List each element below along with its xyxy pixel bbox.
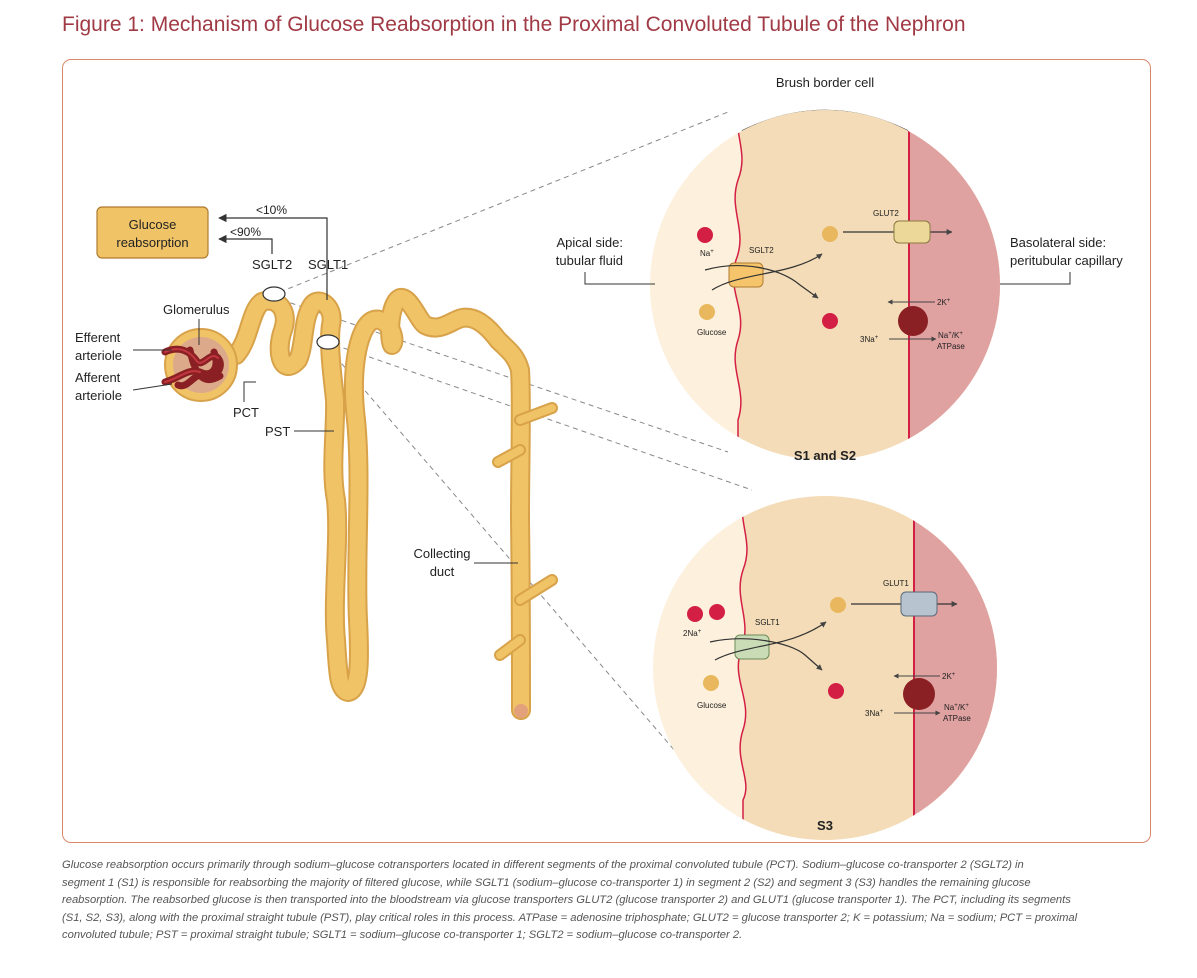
nephron-illustration: Glucose reabsorption <10% <90% SGLT2 SGL…: [75, 111, 753, 781]
glucose-label: Glucose: [697, 328, 727, 337]
percent-90-label: <90%: [230, 225, 261, 239]
s1-s2-caption: S1 and S2: [794, 448, 856, 463]
diagram-frame: [62, 59, 1151, 843]
afferent-label-2: arteriole: [75, 388, 122, 403]
collecting-duct-label-1: Collecting: [413, 546, 470, 561]
atpase-label-2: ATPase: [937, 342, 965, 351]
s3-caption: S3: [817, 818, 833, 833]
glut1-transporter-label: GLUT1: [883, 579, 909, 588]
atpase-label-2: ATPase: [943, 714, 971, 723]
glomerulus-capsule: [161, 328, 238, 402]
figure-title: Figure 1: Mechanism of Glucose Reabsorpt…: [62, 13, 966, 36]
caption-line: convoluted tubule; PST = proximal straig…: [62, 929, 743, 942]
caption-line: segment 1 (S1) is responsible for reabso…: [62, 876, 1031, 889]
sglt1-transporter-label: SGLT1: [755, 618, 780, 627]
sglt2-transporter-label: SGLT2: [749, 246, 774, 255]
pct-label: PCT: [233, 405, 259, 420]
percent-10-label: <10%: [256, 203, 287, 217]
sodium-ion-2: [709, 604, 725, 620]
basolateral-label-1: Basolateral side:: [1010, 235, 1106, 250]
figure-caption: Glucose reabsorption occurs primarily th…: [62, 857, 1152, 945]
efferent-label-2: arteriole: [75, 348, 122, 363]
sodium-ion-intracellular: [822, 313, 838, 329]
apical-label-1: Apical side:: [557, 235, 623, 250]
sglt2-site-marker: [262, 286, 286, 302]
caption-line: (S1, S2, S3), along with the proximal st…: [62, 911, 1078, 924]
sglt1-transporter: [734, 634, 770, 660]
caption-line: reabsorption. The reabsorbed glucose is …: [62, 894, 1071, 907]
cell-s1-s2: Brush border cell Apical side: tubular f…: [556, 75, 1123, 463]
k2-label: 2K+: [942, 672, 956, 681]
basolateral-label-2: peritubular capillary: [1010, 253, 1123, 268]
glucose-molecule: [699, 304, 715, 320]
pst-label: PST: [265, 424, 290, 439]
k2-label: 2K+: [937, 298, 951, 307]
apical-label-2: tubular fluid: [556, 253, 623, 268]
glucose-molecule-intracellular: [830, 597, 846, 613]
sglt1-site-marker: [316, 334, 340, 350]
glucose-reabsorption-box: Glucose reabsorption: [96, 206, 209, 259]
brush-border-cell-label: Brush border cell: [776, 75, 874, 90]
glucose-reabsorption-label-1: Glucose: [129, 217, 177, 232]
glut1-transporter: [900, 591, 938, 617]
sglt1-label: SGLT1: [308, 257, 348, 272]
collecting-duct-label-2: duct: [430, 564, 455, 579]
na3-label: 3Na+: [860, 335, 879, 344]
glucose-molecule: [703, 675, 719, 691]
sodium-ion: [697, 227, 713, 243]
glucose-label: Glucose: [697, 701, 727, 710]
sodium-label: 2Na+: [683, 629, 702, 638]
sglt2-transporter: [728, 262, 764, 288]
caption-line: Glucose reabsorption occurs primarily th…: [62, 859, 1024, 871]
na-k-atpase-pump: [903, 678, 935, 710]
reabsorption-arrows: [218, 213, 328, 300]
glut2-transporter-label: GLUT2: [873, 209, 899, 218]
glomerulus-label: Glomerulus: [163, 302, 230, 317]
na-k-atpase-pump: [898, 306, 928, 336]
cell-s3: 2Na+ Glucose SGLT1 GLUT1 2K+ 3Na+ Na+/K+…: [653, 496, 997, 840]
glucose-reabsorption-label-2: reabsorption: [116, 235, 188, 250]
renal-tubule: [226, 288, 558, 720]
afferent-label-1: Afferent: [75, 370, 121, 385]
sodium-ion-intracellular: [828, 683, 844, 699]
efferent-label-1: Efferent: [75, 330, 121, 345]
glucose-molecule-intracellular: [822, 226, 838, 242]
atpase-label-1: Na+/K+: [944, 703, 969, 712]
sodium-label: Na+: [700, 249, 714, 258]
glut2-transporter: [893, 220, 931, 244]
sodium-ion-1: [687, 606, 703, 622]
sglt2-label: SGLT2: [252, 257, 292, 272]
atpase-label-1: Na+/K+: [938, 331, 963, 340]
na3-label: 3Na+: [865, 709, 884, 718]
